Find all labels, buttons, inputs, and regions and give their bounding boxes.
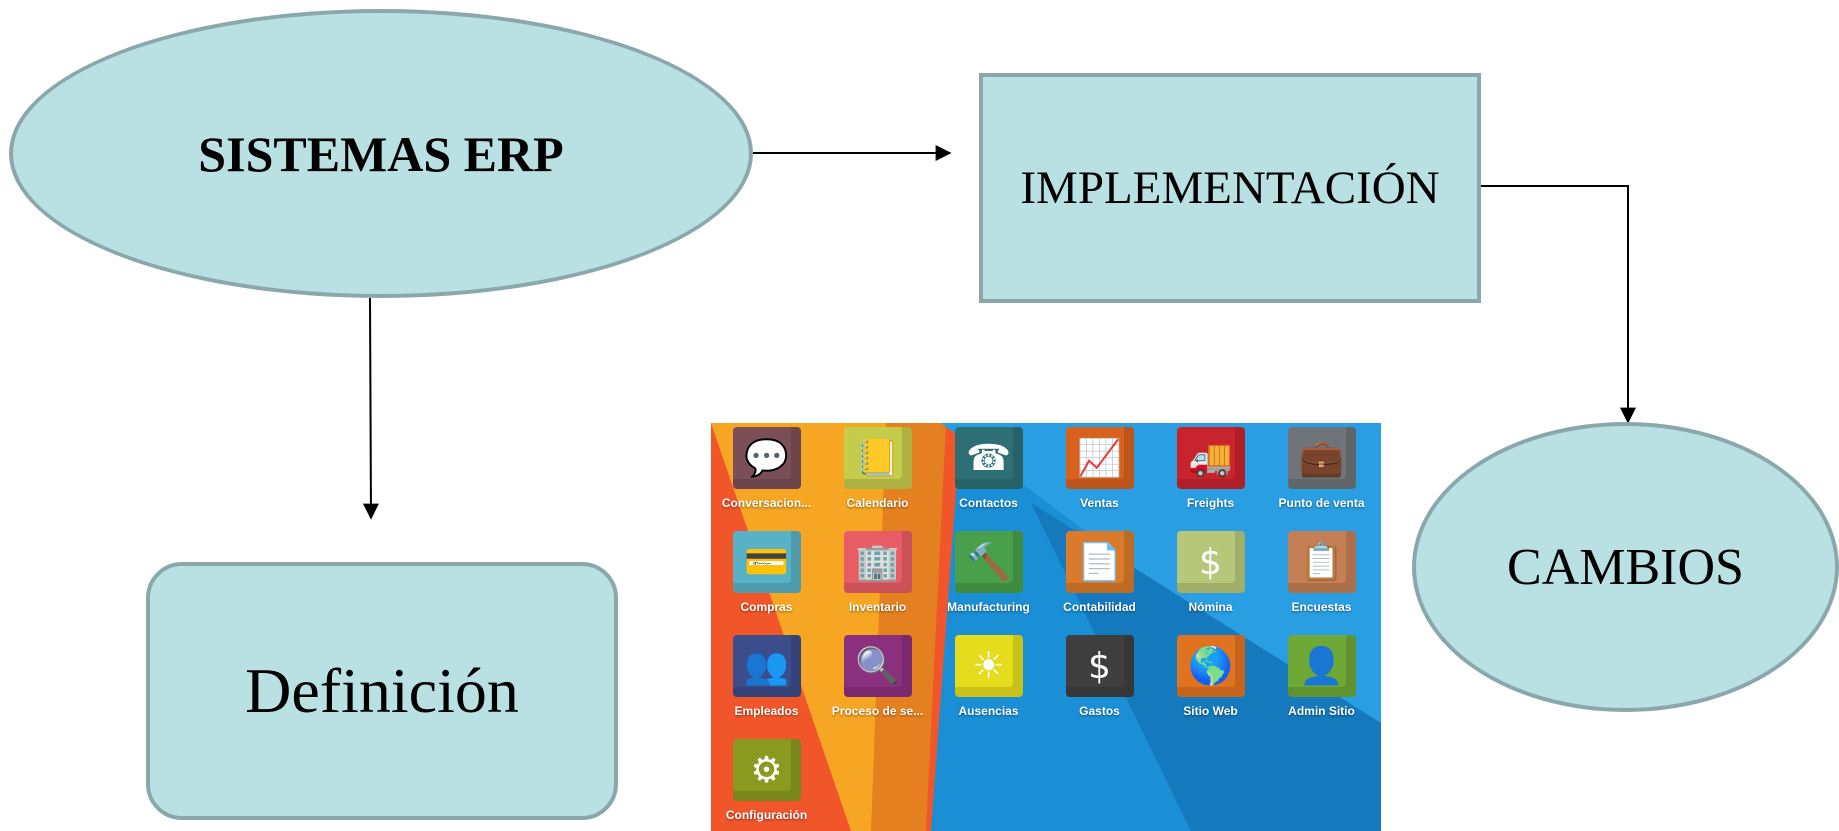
app-label: Sitio Web [1183, 704, 1238, 718]
app-empleados[interactable]: 👥 Empleados [711, 635, 822, 739]
warehouse-icon: 🏢 [843, 531, 912, 593]
briefcase-icon: 💼 [1287, 427, 1356, 489]
search-person-icon: 🔍 [843, 635, 912, 697]
app-label: Compras [740, 600, 793, 614]
chat-bubble-icon: 💬 [732, 427, 801, 489]
erp-apps-screenshot: 💬Conversacion... 📒Calendario ☎Contactos … [711, 423, 1381, 831]
contact-phone-icon: ☎ [954, 427, 1023, 489]
truck-icon: 🚚 [1176, 427, 1245, 489]
payroll-icon: $ [1176, 531, 1245, 593]
app-inventario[interactable]: 🏢 Inventario [822, 531, 933, 635]
app-label: Ausencias [958, 704, 1019, 718]
app-label: Contactos [959, 496, 1018, 510]
arrow-erp-to-definicion [362, 297, 379, 520]
app-label: Ventas [1080, 496, 1119, 510]
app-label: Punto de venta [1278, 496, 1365, 510]
app-label: Configuración [725, 808, 808, 822]
app-label: Gastos [1079, 704, 1120, 718]
node-implementacion: IMPLEMENTACIÓN [979, 73, 1481, 303]
notebook-icon: 📒 [843, 427, 912, 489]
app-label: Admin Sitio [1288, 704, 1355, 718]
employees-icon: 👥 [732, 635, 801, 697]
app-label: Freights [1186, 496, 1235, 510]
app-label: Calendario [846, 496, 909, 510]
app-freights[interactable]: 🚚 Freights [1155, 427, 1266, 531]
sun-icon: ☀ [954, 635, 1023, 697]
dollar-icon: $ [1065, 635, 1134, 697]
app-label: Encuestas [1291, 600, 1352, 614]
app-ventas[interactable]: 📈 Ventas [1044, 427, 1155, 531]
hammer-icon: 🔨 [954, 531, 1023, 593]
app-ausencias[interactable]: ☀ Ausencias [933, 635, 1044, 739]
app-proceso-de-seleccion[interactable]: 🔍 Proceso de se... [822, 635, 933, 739]
app-label: Proceso de se... [831, 704, 924, 718]
app-compras[interactable]: 💳 Compras [711, 531, 822, 635]
credit-card-icon: 💳 [732, 531, 801, 593]
app-manufacturing[interactable]: 🔨 Manufacturing [933, 531, 1044, 635]
node-definicion: Definición [146, 562, 618, 820]
survey-clipboard-icon: 📋 [1287, 531, 1356, 593]
gear-icon: ⚙ [732, 739, 801, 801]
app-encuestas[interactable]: 📋 Encuestas [1266, 531, 1377, 635]
app-configuracion[interactable]: ⚙ Configuración [711, 739, 822, 831]
globe-icon: 🌎 [1176, 635, 1245, 697]
app-punto-de-venta[interactable]: 💼 Punto de venta [1266, 427, 1377, 531]
node-cambios: CAMBIOS [1412, 422, 1839, 712]
node-sistemas-erp: SISTEMAS ERP [9, 9, 753, 298]
app-sitio-web[interactable]: 🌎 Sitio Web [1155, 635, 1266, 739]
app-contabilidad[interactable]: 📄 Contabilidad [1044, 531, 1155, 635]
app-label: Manufacturing [947, 600, 1030, 614]
app-conversaciones[interactable]: 💬 Conversacion... [711, 427, 822, 531]
document-icon: 📄 [1065, 531, 1134, 593]
app-label: Nómina [1188, 600, 1233, 614]
app-label: Conversacion... [721, 496, 812, 510]
app-label: Inventario [848, 600, 907, 614]
app-gastos[interactable]: $ Gastos [1044, 635, 1155, 739]
arrow-implementacion-to-cambios [1481, 185, 1636, 424]
admin-user-icon: 👤 [1287, 635, 1356, 697]
app-contactos[interactable]: ☎ Contactos [933, 427, 1044, 531]
app-calendario[interactable]: 📒 Calendario [822, 427, 933, 531]
app-label: Contabilidad [1063, 600, 1136, 614]
app-label: Empleados [734, 704, 799, 718]
app-nomina[interactable]: $ Nómina [1155, 531, 1266, 635]
app-admin-sitio[interactable]: 👤 Admin Sitio [1266, 635, 1377, 739]
sales-chart-icon: 📈 [1065, 427, 1134, 489]
